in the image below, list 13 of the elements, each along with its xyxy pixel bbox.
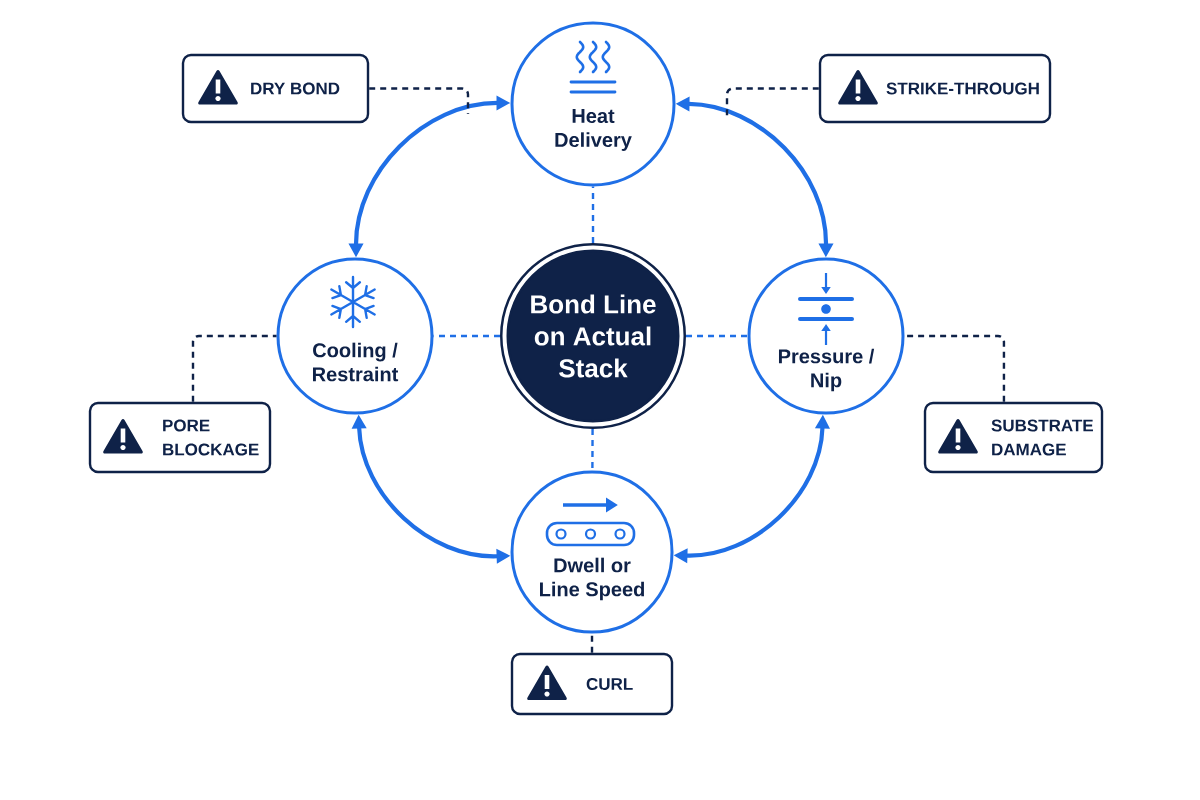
leader-line bbox=[369, 87, 470, 114]
leader-line bbox=[191, 334, 277, 402]
dashed-connector bbox=[591, 186, 595, 243]
warning-box: PORE BLOCKAGE bbox=[88, 401, 272, 474]
warning-box: DRY BOND bbox=[181, 53, 370, 124]
warning-box: STRIKE-THROUGH bbox=[818, 53, 1052, 124]
dashed-connector bbox=[591, 429, 594, 471]
dashed-connector bbox=[686, 334, 748, 338]
leader-line bbox=[725, 87, 819, 118]
leader-line bbox=[590, 633, 594, 653]
warning-box: SUBSTRATE DAMAGE bbox=[923, 401, 1104, 474]
warning-box: CURL bbox=[510, 652, 674, 716]
leader-line bbox=[904, 334, 1006, 402]
